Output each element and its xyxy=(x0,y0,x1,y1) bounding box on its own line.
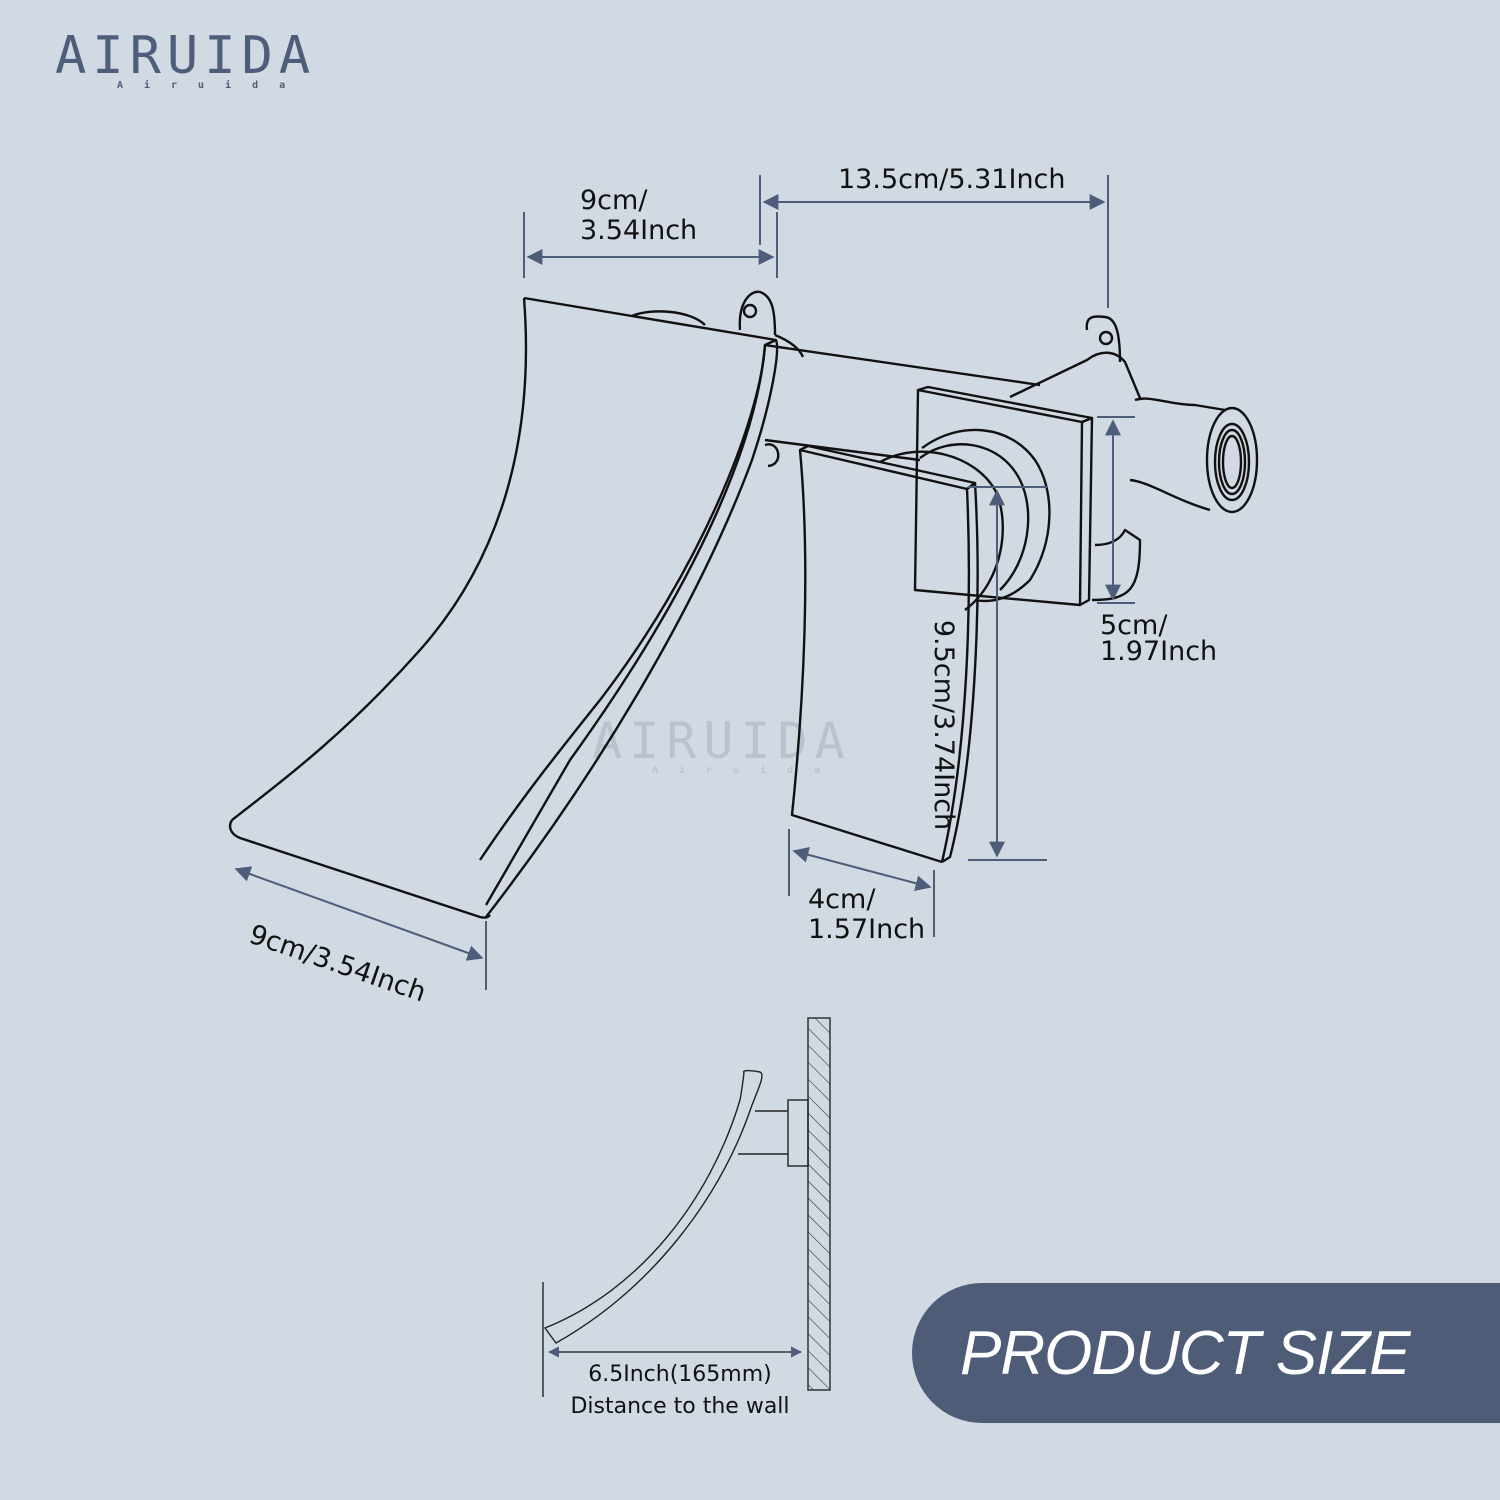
watermark-logo: AIRUIDA Airuida xyxy=(592,715,852,776)
dim-label: 3.54Inch xyxy=(580,215,698,246)
badge-label: PRODUCT SIZE xyxy=(960,1318,1411,1388)
dim-label: 5cm/ xyxy=(1100,610,1168,641)
dim-spout-top-width: 9cm/ 3.54Inch xyxy=(580,186,697,246)
dim-label: 9cm/ xyxy=(580,185,648,216)
dim-valve-body-height: 5cm/ 1.97Inch xyxy=(1100,610,1218,667)
brand-logo: AIRUIDA Airuida xyxy=(55,30,316,91)
dim-label: 1.57Inch xyxy=(808,914,926,945)
dim-overall-depth: 13.5cm/5.31Inch xyxy=(838,164,1066,195)
side-view-distance: 6.5Inch(165mm) xyxy=(588,1362,772,1387)
faucet-outline xyxy=(228,290,1259,919)
dim-handle-width: 4cm/ 1.57Inch xyxy=(808,885,925,945)
watermark-name: AIRUIDA xyxy=(592,712,852,770)
dim-label: 1.97Inch xyxy=(1100,636,1218,667)
dimension-lines xyxy=(234,175,1135,990)
brand-name: AIRUIDA xyxy=(55,26,317,86)
dim-handle-height: 9.5cm/3.74Inch xyxy=(928,619,960,831)
side-view-drawing xyxy=(542,1017,831,1397)
dim-label: 4cm/ xyxy=(808,884,876,915)
product-size-badge: PRODUCT SIZE xyxy=(912,1283,1500,1423)
brand-tagline: Airuida xyxy=(117,80,307,91)
side-view-caption: Distance to the wall xyxy=(570,1394,790,1419)
watermark-tagline: Airuida xyxy=(652,765,842,776)
